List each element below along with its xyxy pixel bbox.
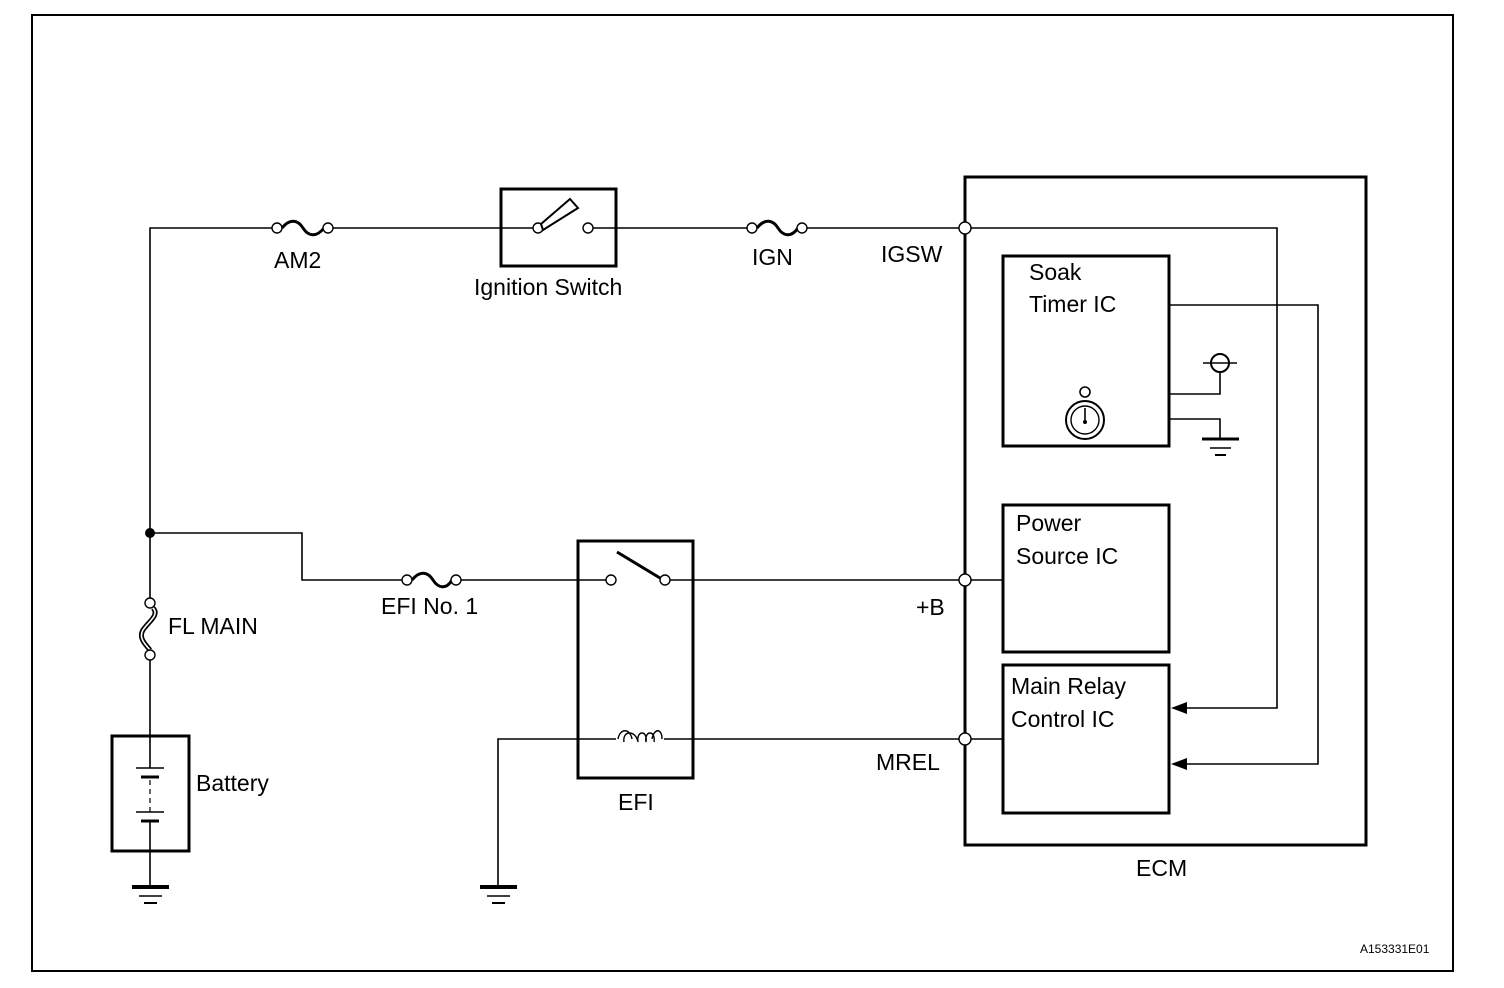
igsw-label: IGSW <box>881 241 943 267</box>
main-relay-label-1: Main Relay <box>1011 673 1127 699</box>
diagram-frame <box>31 14 1454 972</box>
ign-label: IGN <box>752 244 793 270</box>
am2-label: AM2 <box>274 247 321 273</box>
ignition-switch-icon <box>532 197 594 234</box>
fl-main-label: FL MAIN <box>168 613 258 639</box>
fl-main-fuse-icon <box>138 597 158 661</box>
arrow-icon <box>1171 702 1187 714</box>
efi-no1-fuse-icon <box>401 571 462 589</box>
battery-circuit: FL MAIN Battery <box>110 533 269 904</box>
wire-soak-timer-power <box>1169 372 1221 395</box>
wire-coil-ground <box>497 738 616 886</box>
top-circuit: AM2 Ignition Switch IGN <box>149 187 960 533</box>
ground-icon <box>1202 437 1239 456</box>
main-relay-label-2: Control IC <box>1011 706 1115 732</box>
efi-relay-label: EFI <box>618 789 654 815</box>
ign-fuse-icon <box>746 219 808 237</box>
wire-soak-timer-output <box>1169 304 1319 765</box>
ecm-label: ECM <box>1136 855 1187 881</box>
power-source-label-2: Source IC <box>1016 543 1118 569</box>
efi-circuit: EFI No. 1 EFI <box>145 528 960 904</box>
stopwatch-icon <box>1065 386 1105 440</box>
mrel-terminal <box>958 732 972 746</box>
igsw-terminal <box>958 221 972 235</box>
wire-igsw-internal <box>971 227 1278 709</box>
power-source-label-1: Power <box>1016 510 1082 536</box>
soak-timer-label-1: Soak <box>1029 259 1082 285</box>
soak-timer-ic-box <box>1001 254 1171 448</box>
ecm-box <box>963 175 1368 847</box>
ecm: ECM IGSW +B MREL Soak Timer IC <box>876 175 1368 881</box>
soak-timer-label-2: Timer IC <box>1029 291 1116 317</box>
figure-id: A153331E01 <box>1360 942 1430 956</box>
plus-b-label: +B <box>916 594 945 620</box>
ground-icon <box>480 885 517 904</box>
am2-fuse-icon <box>271 219 334 237</box>
ignition-switch-label: Ignition Switch <box>474 274 622 300</box>
relay-coil-icon <box>617 730 663 743</box>
wire-junction-efi1 <box>150 532 407 581</box>
wire-left-riser <box>149 227 277 533</box>
power-source-ic-box <box>1001 503 1171 654</box>
wire-soak-timer-ground <box>1169 418 1221 438</box>
power-supply-icon <box>1203 353 1237 373</box>
plus-b-terminal <box>958 573 972 587</box>
efi-no1-label: EFI No. 1 <box>381 593 478 619</box>
ground-icon <box>132 885 169 904</box>
relay-contact-icon <box>605 550 671 586</box>
arrow-icon <box>1171 758 1187 770</box>
efi-relay-box <box>576 539 695 780</box>
mrel-label: MREL <box>876 749 940 775</box>
battery-label: Battery <box>196 770 269 796</box>
battery-cells-icon <box>136 767 164 823</box>
